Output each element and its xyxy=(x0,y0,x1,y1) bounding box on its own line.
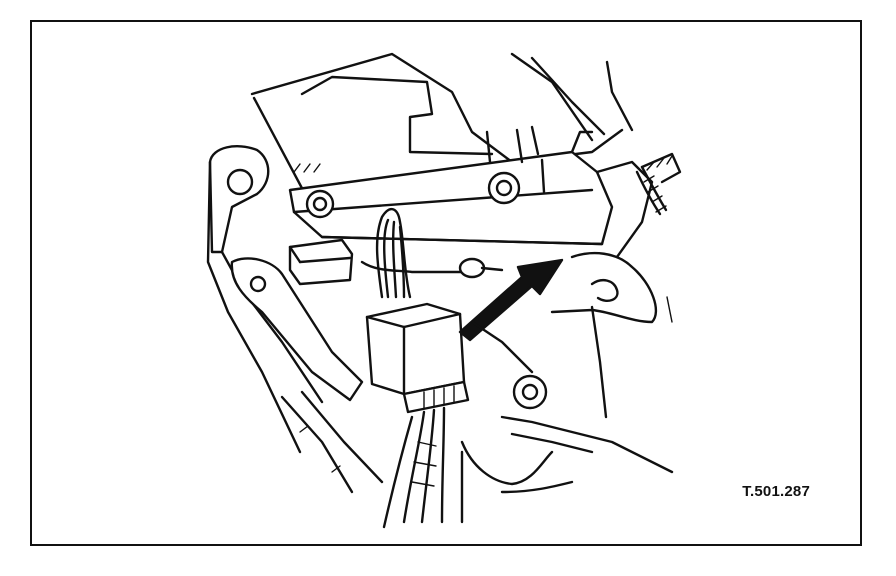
small-module xyxy=(288,238,354,286)
lower-body-panel xyxy=(460,320,674,524)
upper-panel xyxy=(250,52,624,194)
figure-frame: T.501.287 xyxy=(30,20,862,546)
bracket-marks xyxy=(293,163,321,173)
relay-connector xyxy=(365,302,470,414)
technical-illustration xyxy=(206,52,682,529)
right-bracket xyxy=(550,160,668,324)
figure-reference-code: T.501.287 xyxy=(742,483,810,500)
lower-link xyxy=(230,257,384,494)
pointer-arrow xyxy=(458,258,564,342)
wire-harness-upper xyxy=(360,207,464,299)
bolt-lower xyxy=(512,374,548,410)
wire-harness-lower xyxy=(382,406,446,529)
harness-tie-right xyxy=(640,152,682,184)
harness-clip xyxy=(458,257,504,279)
mounting-bracket xyxy=(288,125,614,246)
right-body-lines xyxy=(510,52,673,419)
bolt-left xyxy=(305,189,335,219)
left-hinge xyxy=(206,145,324,454)
bolt-top-center xyxy=(487,171,521,205)
